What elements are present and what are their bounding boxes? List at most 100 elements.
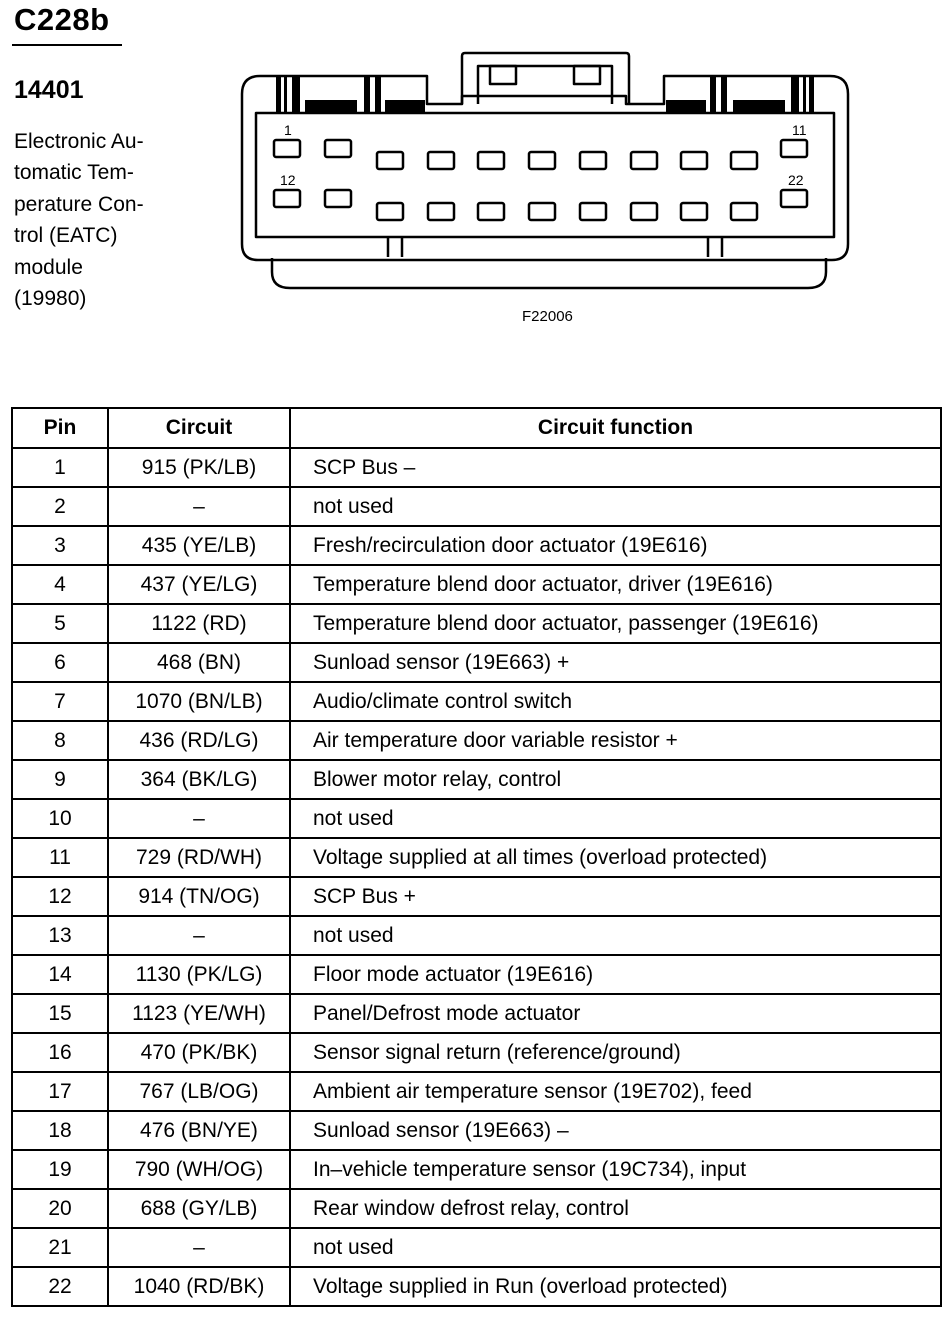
- housing-key-right: [706, 237, 724, 257]
- function-cell: not used: [289, 915, 942, 956]
- function-cell: Temperature blend door actuator, passeng…: [289, 603, 942, 644]
- pin-cavity-3: [375, 150, 405, 171]
- pin-label-1: 1: [284, 122, 292, 138]
- circuit-cell: 1070 (BN/LB): [107, 681, 291, 722]
- circuit-cell: 688 (GY/LB): [107, 1188, 291, 1229]
- pin-cell: 18: [11, 1110, 109, 1151]
- pin-cell: 8: [11, 720, 109, 761]
- part-number: 14401: [14, 76, 84, 104]
- pin-cell: 13: [11, 915, 109, 956]
- function-cell: Sunload sensor (19E663) +: [289, 642, 942, 683]
- pin-cell: 3: [11, 525, 109, 566]
- column-header-circuit: Circuit: [107, 407, 291, 449]
- pin-cavity-19: [629, 201, 659, 222]
- table-row: 13–not used: [11, 915, 942, 956]
- connector-face-diagram: 1 11 12 22 F22006: [240, 51, 850, 325]
- circuit-cell: 790 (WH/OG): [107, 1149, 291, 1190]
- rib-left-3: [292, 76, 300, 114]
- pin-cell: 10: [11, 798, 109, 839]
- circuit-cell: 476 (BN/YE): [107, 1110, 291, 1151]
- pin-cell: 15: [11, 993, 109, 1034]
- pin-cavity-10: [729, 150, 759, 171]
- rib-right-7: [809, 76, 814, 114]
- function-cell: Audio/climate control switch: [289, 681, 942, 722]
- pin-cavity-21: [729, 201, 759, 222]
- description-line: Electronic Au-: [14, 130, 144, 153]
- pin-cavity-1: [272, 138, 302, 159]
- column-header-pin: Pin: [11, 407, 109, 449]
- circuit-cell: –: [107, 915, 291, 956]
- circuit-cell: 1040 (RD/BK): [107, 1266, 291, 1307]
- circuit-cell: –: [107, 486, 291, 527]
- pin-cavity-13: [323, 188, 353, 209]
- function-cell: Rear window defrost relay, control: [289, 1188, 942, 1229]
- pin-cell: 11: [11, 837, 109, 878]
- figure-code: F22006: [522, 308, 573, 325]
- pin-cavity-4: [426, 150, 456, 171]
- function-cell: Fresh/recirculation door actuator (19E61…: [289, 525, 942, 566]
- pin-cavity-9: [679, 150, 709, 171]
- function-cell: In–vehicle temperature sensor (19C734), …: [289, 1149, 942, 1190]
- pin-cell: 21: [11, 1227, 109, 1268]
- function-cell: not used: [289, 798, 942, 839]
- pin-cell: 1: [11, 447, 109, 488]
- circuit-cell: 364 (BK/LG): [107, 759, 291, 800]
- pin-label-12: 12: [280, 172, 296, 188]
- pin-cell: 2: [11, 486, 109, 527]
- pin-cell: 20: [11, 1188, 109, 1229]
- pin-cavity-18: [578, 201, 608, 222]
- rib-right-3: [721, 76, 727, 114]
- housing-key-left: [386, 237, 404, 257]
- rib-right-5: [791, 76, 799, 114]
- description-line: module: [14, 255, 83, 279]
- rib-left-7: [385, 100, 425, 112]
- rib-right-4: [733, 100, 785, 112]
- pin-label-11: 11: [792, 122, 807, 138]
- pin-cell: 22: [11, 1266, 109, 1307]
- description-line: (19980): [14, 287, 87, 311]
- circuit-cell: 1130 (PK/LG): [107, 954, 291, 995]
- connector-id: C228b: [14, 2, 110, 37]
- column-header-function: Circuit function: [289, 407, 942, 449]
- function-cell: not used: [289, 1227, 942, 1268]
- pin-cell: 6: [11, 642, 109, 683]
- connector-inner-face: [254, 111, 836, 239]
- function-cell: Sensor signal return (reference/ground): [289, 1032, 942, 1073]
- component-description: Electronic Au- tomatic Tem- perature Con…: [14, 126, 164, 314]
- pin-cavity-5: [476, 150, 506, 171]
- function-cell: Voltage supplied in Run (overload protec…: [289, 1266, 942, 1307]
- rib-left-6: [375, 76, 381, 114]
- rib-right-2: [710, 76, 716, 114]
- pin-cavity-17: [527, 201, 557, 222]
- rib-right-6: [803, 76, 806, 114]
- pin-cell: 9: [11, 759, 109, 800]
- pin-cell: 19: [11, 1149, 109, 1190]
- connector-outer-housing: [240, 74, 850, 262]
- function-cell: SCP Bus +: [289, 876, 942, 917]
- pin-cavity-6: [527, 150, 557, 171]
- table-row: 2–not used: [11, 486, 942, 527]
- circuit-cell: 1123 (YE/WH): [107, 993, 291, 1034]
- connector-latch-inner: [476, 64, 614, 104]
- rib-left-2: [284, 76, 287, 114]
- description-line: tomatic Tem-: [14, 161, 134, 185]
- circuit-cell: 470 (PK/BK): [107, 1032, 291, 1073]
- pin-cavity-2: [323, 138, 353, 159]
- pin-cavity-8: [629, 150, 659, 171]
- function-cell: not used: [289, 486, 942, 527]
- pin-cell: 14: [11, 954, 109, 995]
